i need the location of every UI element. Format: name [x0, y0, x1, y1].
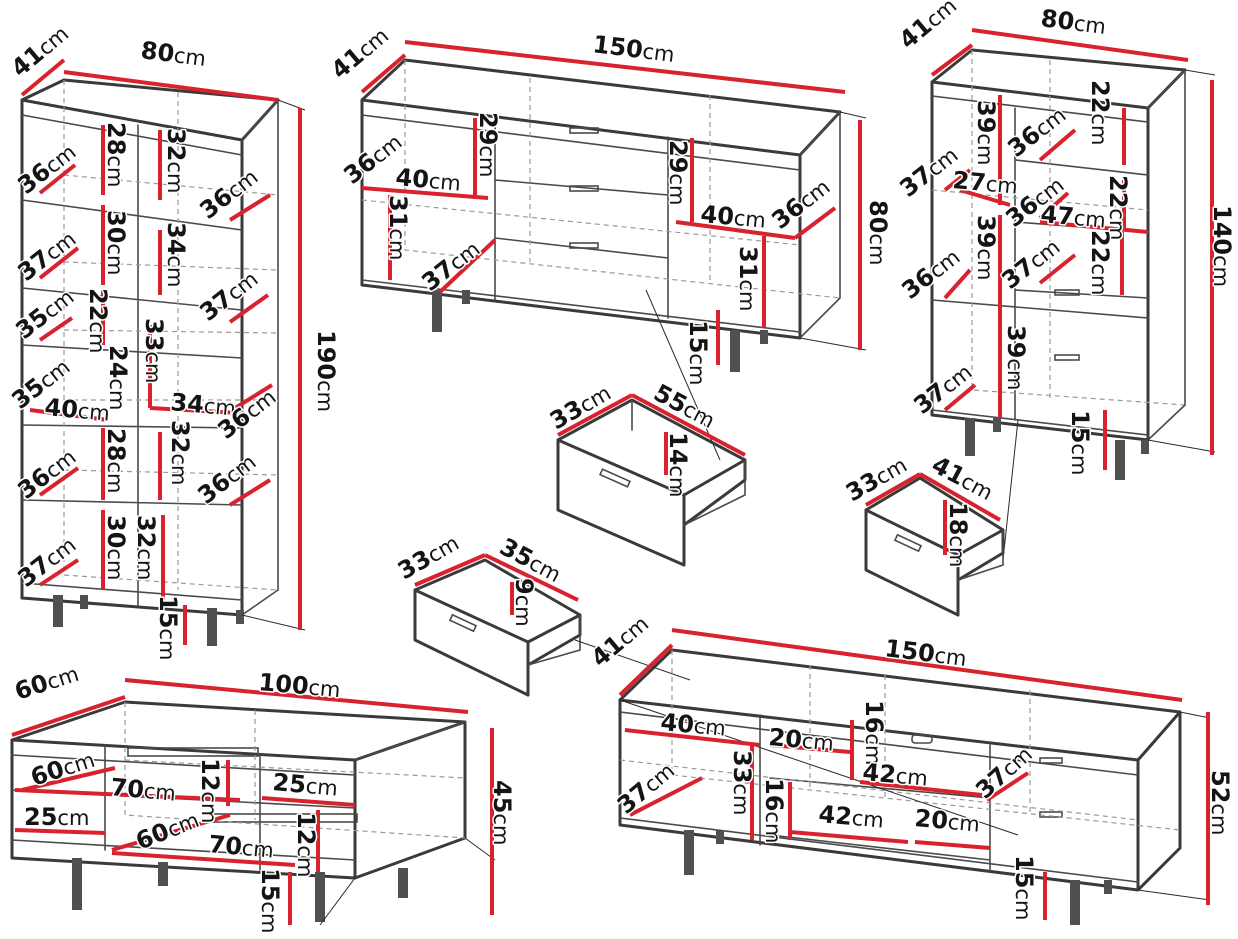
sideboard-dim-label: 40cm: [699, 200, 767, 234]
coffee-table-dim-label: 12cm: [292, 812, 320, 877]
bookcase-dim-label: 32cm: [166, 420, 194, 485]
highboard-dim-label: 39cm: [972, 215, 1000, 280]
highboard-dim-label: 39cm: [972, 100, 1000, 165]
bookcase-dim-label: 33cm: [140, 318, 168, 383]
bookcase-dim-label: 36cm: [194, 162, 263, 224]
coffee-table-dim-label: 60cm: [132, 805, 203, 855]
tv-stand-dim-label: 20cm: [767, 723, 835, 757]
bookcase-dim-label: 32cm: [132, 515, 160, 580]
coffee-table-dim-label: 15cm: [256, 868, 284, 933]
bookcase-dimension-lines: [20, 58, 302, 645]
highboard-dimension-lines: [930, 28, 1214, 470]
tv-stand-dim-label: 16cm: [860, 700, 888, 765]
drawer-small-dim-label: 33cm: [393, 528, 464, 585]
tv-stand-dim-label: 20cm: [913, 804, 981, 838]
tv-stand-dim-label: 33cm: [728, 750, 756, 815]
coffee-table-dim-label: 70cm: [207, 830, 275, 864]
bookcase-dim-label: 24cm: [104, 345, 132, 410]
sideboard-dim-label: 15cm: [684, 320, 712, 385]
bookcase-dim-label: 30cm: [102, 210, 130, 275]
bookcase-dim-label: 30cm: [102, 515, 130, 580]
sideboard-dim-label: 37cm: [416, 234, 485, 296]
highboard-dim-label: 27cm: [951, 166, 1019, 200]
tv-stand-drawing: [574, 639, 1211, 925]
highboard-dim-label: 15cm: [1066, 410, 1094, 475]
drawer-large-dim-label: 14cm: [664, 432, 692, 497]
bookcase-dim-label: 37cm: [194, 264, 263, 326]
bookcase-dim-label: 34cm: [162, 222, 190, 287]
bookcase-dim-label: 22cm: [84, 288, 112, 353]
highboard-dim-label: 80cm: [1039, 4, 1107, 40]
bookcase-dim-label: 36cm: [212, 382, 281, 444]
sideboard-dimension-lines: [360, 40, 862, 365]
highboard-dim-label: 140cm: [1208, 205, 1236, 287]
coffee-table-dim-label: 60cm: [27, 745, 98, 792]
tv-stand-dim-label: 15cm: [1010, 855, 1038, 920]
tv-stand-dim-label: 52cm: [1206, 770, 1234, 835]
sideboard-dim-label: 29cm: [664, 140, 692, 205]
tv-stand-dim-label: 40cm: [659, 708, 727, 742]
drawer-large-drawing: [556, 393, 747, 567]
coffee-table-dim-label: 45cm: [488, 780, 516, 845]
bookcase-dim-label: 32cm: [162, 128, 190, 193]
drawer-medium-dim-label: 18cm: [944, 502, 972, 567]
sideboard-dim-label: 31cm: [384, 195, 412, 260]
highboard-dim-label: 41cm: [894, 0, 962, 55]
highboard-drawing: [930, 48, 1216, 561]
bookcase-dim-label: 15cm: [154, 595, 182, 660]
bookcase-dim-label: 28cm: [102, 122, 130, 187]
coffee-table-drawing: [10, 700, 496, 926]
bookcase-dim-label: 41cm: [6, 19, 74, 83]
sideboard-dim-label: 40cm: [394, 163, 462, 197]
sideboard-dim-label: 29cm: [474, 112, 502, 177]
tv-stand-dimension-lines: [618, 628, 1210, 920]
coffee-table-dim-label: 100cm: [257, 668, 341, 703]
coffee-table-dim-label: 25cm: [271, 768, 339, 802]
sideboard-dim-label: 80cm: [864, 200, 892, 265]
bookcase-dim-label: 190cm: [312, 330, 340, 412]
highboard-dim-label: 36cm: [1002, 100, 1071, 162]
coffee-table-dim-label: 25cm: [24, 803, 89, 831]
drawer-small-dim-label: 9cm: [510, 578, 538, 627]
tv-stand-dim-label: 42cm: [861, 758, 929, 792]
bookcase-drawing: [20, 78, 306, 646]
sideboard-dim-label: 150cm: [591, 30, 676, 68]
drawer-small-drawing: [413, 553, 582, 697]
drawer-large-dim-label: 55cm: [649, 379, 720, 434]
tv-stand-dim-label: 37cm: [970, 740, 1037, 805]
sideboard-dim-label: 31cm: [734, 246, 762, 311]
bookcase-dim-label: 80cm: [139, 36, 207, 72]
bookcase-dim-label: 28cm: [102, 428, 130, 493]
tv-stand-dim-label: 42cm: [817, 800, 885, 834]
highboard-dim-label: 22cm: [1086, 80, 1114, 145]
highboard-dim-label: 39cm: [1002, 325, 1030, 390]
sideboard-drawing: [360, 58, 867, 461]
highboard-dim-label: 37cm: [908, 357, 977, 419]
highboard-dim-label: 22cm: [1086, 230, 1114, 295]
highboard-dim-label: 22cm: [1104, 175, 1132, 240]
coffee-table-dim-label: 60cm: [11, 659, 82, 706]
drawer-medium-drawing: [864, 472, 1005, 617]
tv-stand-dim-label: 16cm: [760, 778, 788, 843]
highboard-dim-label: 37cm: [996, 232, 1065, 294]
bookcase-dim-label: 40cm: [43, 393, 111, 427]
coffee-table-dimension-lines: [11, 678, 494, 925]
tv-stand-dim-label: 41cm: [586, 609, 654, 673]
bookcase-dim-label: 36cm: [192, 447, 261, 509]
bookcase-dim-label: 34cm: [169, 388, 237, 422]
coffee-table-dim-label: 70cm: [109, 773, 177, 807]
tv-stand-dim-label: 150cm: [883, 634, 968, 672]
highboard-dim-label: 47cm: [1039, 200, 1107, 234]
coffee-table-dim-label: 12cm: [196, 758, 224, 823]
tv-stand-dim-label: 37cm: [612, 756, 680, 820]
